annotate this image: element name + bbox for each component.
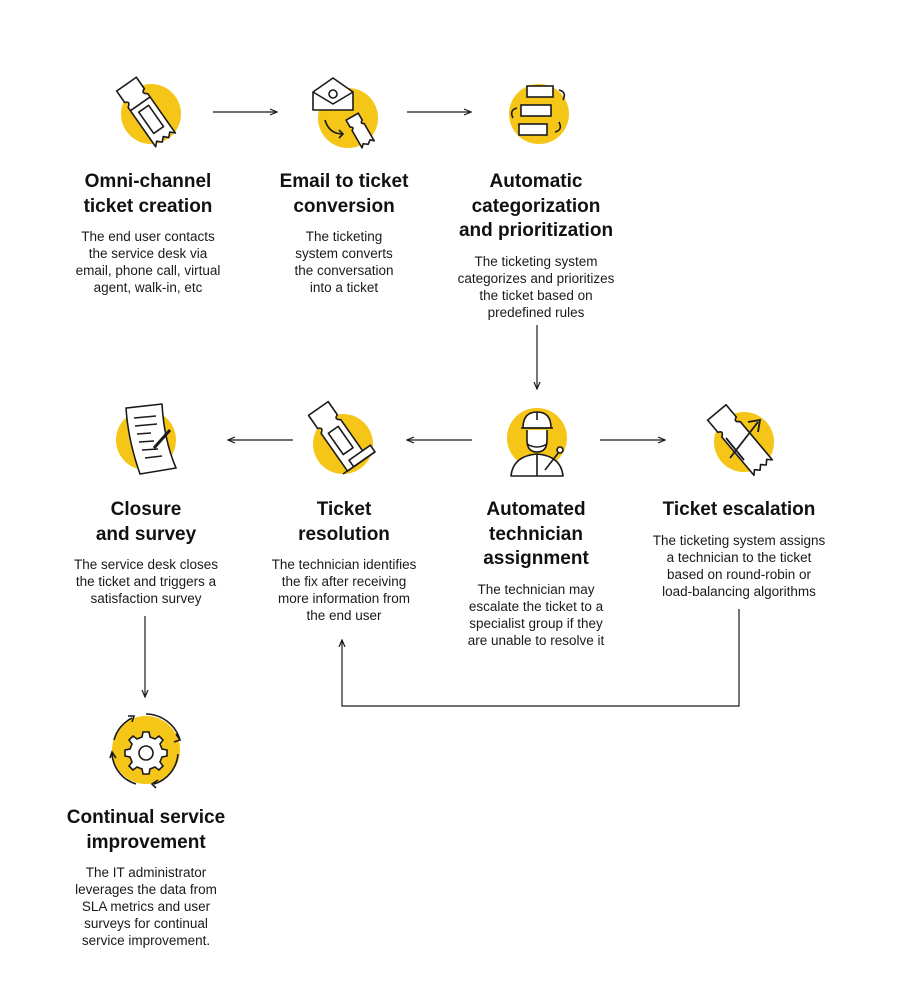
node-categorization: Automatic categorization and prioritizat… [436,170,636,321]
node-description: The technician identifies the fix after … [271,557,417,623]
node-description: The service desk closes the ticket and t… [73,557,219,606]
technician-icon [507,408,567,477]
node-ticket-resolution: Ticket resolution The technician identif… [244,498,444,624]
node-title: Ticket resolution [298,499,390,545]
node-description: The ticketing system categorizes and pri… [457,253,615,320]
node-description: The ticketing system converts the conver… [294,229,394,295]
node-title: Omni-channel ticket creation [83,171,213,217]
node-description: The end user contacts the service desk v… [75,229,221,295]
node-title: Ticket escalation [662,499,816,520]
survey-icon [116,403,177,475]
node-description: The IT administrator leverages the data … [75,865,217,948]
node-omni-channel: Omni-channel ticket creation The end use… [40,170,256,296]
gear-icon [109,713,182,789]
node-title: Closure and survey [95,499,197,545]
node-technician-assignment: Automated technician assignment The tech… [436,498,636,649]
node-closure-survey: Closure and survey The service desk clos… [46,498,246,607]
envelope-ticket-icon [312,77,378,149]
node-title: Continual service improvement [66,807,226,853]
categorize-icon [509,84,569,144]
node-title: Automated technician assignment [483,499,589,569]
stamped-ticket-icon [307,400,377,475]
node-title: Email to ticket conversion [279,171,409,217]
node-email-to-ticket: Email to ticket conversion The ticketing… [244,170,444,296]
escalation-icon [706,403,774,477]
ticket-icon [115,76,181,148]
node-description: The technician may escalate the ticket t… [467,581,605,648]
node-ticket-escalation: Ticket escalation The ticketing system a… [628,498,850,600]
node-continual-improvement: Continual service improvement The IT adm… [36,806,256,949]
node-description: The ticketing system assigns a technicia… [652,532,826,599]
node-title: Automatic categorization and prioritizat… [458,171,614,241]
arrow-escalate-to-resolve [342,609,740,707]
